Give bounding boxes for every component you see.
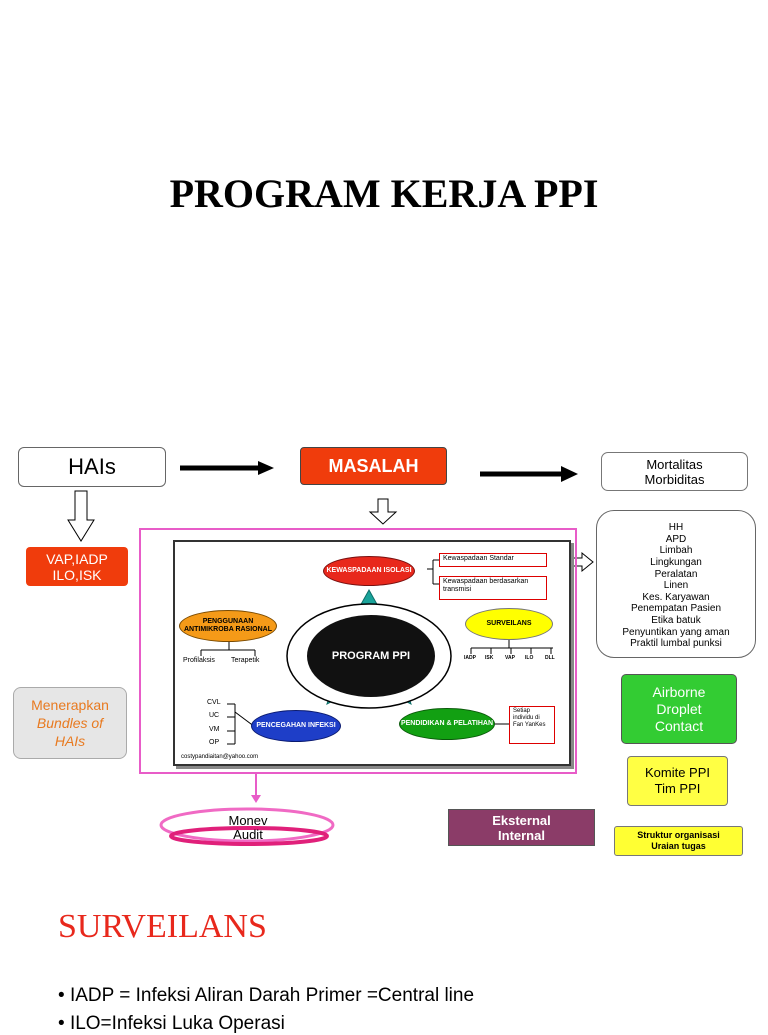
slide-title: PROGRAM KERJA PPI [169, 171, 599, 216]
bundles-box: Menerapkan Bundles of HAIs [13, 687, 127, 759]
transmisi-box: Airborne Droplet Contact [621, 674, 737, 744]
bullet-dot: • [58, 985, 70, 1006]
hh-list-box: HH APD Limbah Lingkungan Peralatan Linen… [596, 510, 756, 658]
arrowhead-monev [251, 795, 261, 803]
surv-item: VAP [505, 655, 515, 661]
surveilans-pill: SURVEILANS [465, 608, 553, 640]
monev-label: Monev Audit [158, 806, 338, 850]
hh-item: Kes. Karyawan [642, 591, 710, 603]
eksternal-line-2: Internal [498, 827, 545, 843]
masalah-box: MASALAH [300, 447, 447, 485]
hh-item: Limbah [659, 545, 693, 557]
email-label: costypandiaitan@yahoo.com [181, 754, 259, 760]
bullet-ilo: • ILO=Infeksi Luka Operasi [58, 1013, 285, 1035]
struktur-box: Struktur organisasi Uraian tugas [614, 826, 743, 856]
bullet-iadp-text: IADP = Infeksi Aliran Darah Primer =Cent… [69, 985, 475, 1006]
eksternal-box: Eksternal Internal [448, 809, 595, 846]
komite-line-1: Komite PPI [644, 765, 711, 780]
transmisi-item: Airborne [652, 683, 706, 700]
program-ppi-figure: KEWASPADAAN ISOLASI Kewaspadaan Standar … [173, 540, 571, 766]
program-frame [139, 528, 577, 774]
transmisi-item: Contact [654, 717, 704, 734]
struktur-line-2: Uraian tugas [651, 841, 706, 851]
surv-item: ISK [485, 655, 494, 661]
monev-ellipse-outer [159, 807, 335, 843]
figure-shapes [200, 559, 553, 745]
pencegahan-item: VM [209, 726, 220, 733]
pencegahan-item: CVL [207, 699, 221, 706]
surv-item: ILO [525, 655, 534, 661]
center-ellipse [307, 615, 435, 697]
bullet-iadp: • IADP = Infeksi Aliran Darah Primer =Ce… [58, 985, 474, 1007]
hh-item: Linen [663, 580, 689, 592]
right-arrow-hh [570, 551, 594, 573]
hh-item: HH [668, 522, 684, 534]
mortalitas-box: Mortalitas Morbiditas [601, 452, 748, 491]
hh-item: Etika batuk [651, 614, 701, 626]
hh-item: APD [665, 533, 687, 545]
profilaksis-label: Profilaksis [183, 657, 215, 664]
hh-item: Peralatan [654, 568, 698, 580]
pencegahan-item: UC [209, 712, 220, 719]
bundles-line-3: HAIs [54, 733, 86, 749]
hais-box: HAIs [18, 447, 166, 487]
vap-box: VAP,IADP ILO,ISK [26, 547, 128, 586]
transmisi-item: Droplet [656, 700, 702, 717]
hh-item: Penempatan Pasien [630, 603, 722, 615]
kewaspadaan-pill: KEWASPADAAN ISOLASI [323, 556, 415, 586]
hh-item: Praktil lumbal punksi [630, 638, 722, 650]
transmisi-detail-box: Kewaspadaan berdasarkan transmisi [439, 576, 547, 600]
pencegahan-pill: PENCEGAHAN INFEKSI [251, 710, 341, 742]
monev-line-1: Monev [228, 813, 268, 828]
monev-ellipse-inner [169, 826, 329, 846]
bundles-line-1: Menerapkan [31, 697, 109, 713]
antimikroba-pill: PENGGUNAAN ANTIMIKROBA RASIONAL [179, 610, 277, 642]
down-arrow-hais [67, 490, 95, 542]
vap-line-2: ILO,ISK [52, 566, 102, 583]
vap-line-1: VAP,IADP [46, 550, 108, 567]
struktur-line-1: Struktur organisasi [637, 830, 720, 840]
center-label: PROGRAM PPI [331, 650, 411, 662]
mortalitas-label: Mortalitas [646, 456, 703, 472]
komite-box: Komite PPI Tim PPI [627, 756, 728, 806]
komite-line-2: Tim PPI [654, 781, 701, 796]
bundles-line-2: Bundles of [36, 715, 104, 731]
hh-item: Lingkungan [650, 557, 702, 569]
pendidikan-pill: PENDIDIKAN & PELATIHAN [399, 708, 495, 740]
down-arrow-masalah [368, 498, 398, 525]
setiap-box: Setiap individu di Fan YanKes [509, 706, 555, 744]
monev-line-2: Audit [233, 827, 263, 842]
standar-box: Kewaspadaan Standar [439, 553, 547, 567]
pencegahan-item: OP [209, 739, 220, 746]
surv-item: IADP [464, 655, 476, 661]
surveilans-heading: SURVEILANS [58, 908, 267, 945]
eksternal-line-1: Eksternal [492, 812, 551, 828]
terapetik-label: Terapetik [231, 657, 260, 664]
arrowhead-hais-masalah [258, 461, 274, 475]
morbiditas-label: Morbiditas [644, 471, 705, 487]
arrowhead-masalah-mortalitas [561, 466, 578, 482]
hh-item: Penyuntikan yang aman [622, 626, 730, 638]
surv-item: DLL [545, 655, 555, 661]
